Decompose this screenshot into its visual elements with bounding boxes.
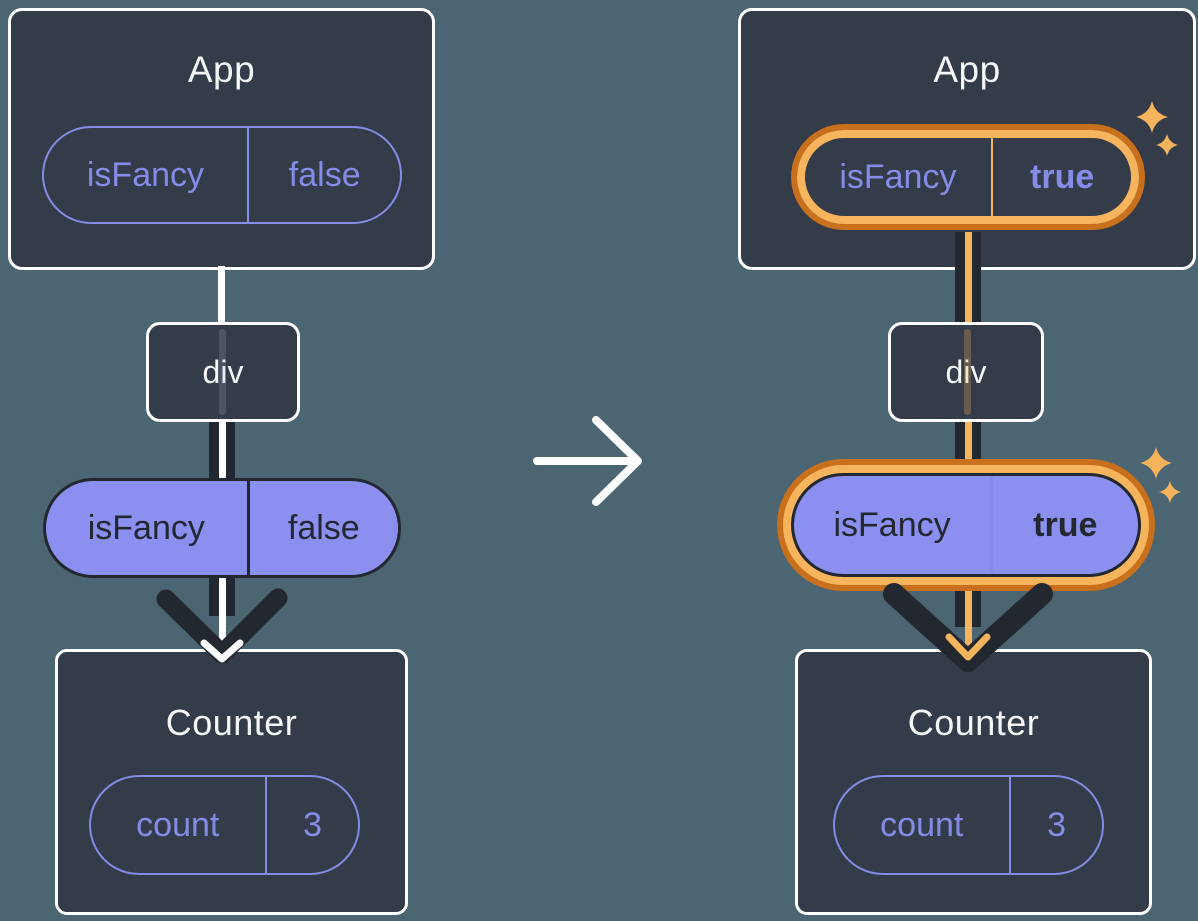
state-pill: count 3 bbox=[833, 775, 1104, 875]
counter-component-box-after: Counter count 3 bbox=[795, 649, 1152, 915]
state-pill: isFancy false bbox=[42, 126, 402, 224]
connector-line bbox=[218, 266, 225, 324]
pill-value: 3 bbox=[303, 805, 322, 844]
sparkle-icon bbox=[1156, 134, 1178, 156]
pill-value: true bbox=[1030, 157, 1095, 196]
div-node-label: div bbox=[945, 353, 987, 390]
sparkle-icon bbox=[1159, 481, 1181, 503]
sparkle-icon bbox=[1140, 447, 1172, 479]
prop-pill: isFancy false bbox=[43, 478, 401, 578]
state-pill: count 3 bbox=[89, 775, 360, 875]
component-title: App bbox=[187, 49, 256, 90]
pass-through-line bbox=[964, 329, 971, 415]
state-pill-highlighted: isFancy true bbox=[797, 130, 1139, 224]
pass-through-line bbox=[219, 329, 226, 415]
component-title: App bbox=[933, 49, 1001, 90]
app-component-box-before: App isFancy false bbox=[8, 8, 435, 270]
pill-value: true bbox=[1033, 505, 1098, 544]
div-node-label: div bbox=[202, 353, 244, 390]
props-arrow-core bbox=[964, 422, 972, 462]
sparkle-icon bbox=[1136, 101, 1168, 133]
pill-divider bbox=[246, 481, 250, 575]
pill-key: isFancy bbox=[839, 157, 957, 196]
pill-key: isFancy bbox=[87, 508, 205, 547]
props-arrow-core bbox=[964, 232, 972, 323]
component-title: Counter bbox=[165, 702, 298, 743]
prop-pill-highlighted: isFancy true bbox=[791, 473, 1141, 577]
component-title: Counter bbox=[907, 702, 1040, 743]
pill-divider bbox=[1008, 777, 1012, 873]
props-arrow-core bbox=[964, 589, 972, 657]
pill-key: isFancy bbox=[86, 155, 205, 194]
pill-divider bbox=[246, 128, 250, 222]
pill-value: false bbox=[288, 155, 361, 194]
pill-divider bbox=[990, 476, 993, 574]
pill-key: count bbox=[880, 805, 964, 844]
transition-arrow-icon bbox=[533, 416, 642, 506]
counter-component-box-before: Counter count 3 bbox=[55, 649, 408, 915]
pill-divider bbox=[990, 138, 994, 216]
pill-value: false bbox=[287, 508, 360, 547]
pill-divider bbox=[264, 777, 268, 873]
pill-key: isFancy bbox=[833, 505, 951, 544]
pill-value: 3 bbox=[1047, 805, 1066, 844]
div-node-box-before: div bbox=[146, 322, 300, 422]
div-node-box-after: div bbox=[888, 322, 1044, 422]
app-component-box-after: App isFancy true bbox=[738, 8, 1196, 270]
pill-key: count bbox=[136, 805, 220, 844]
